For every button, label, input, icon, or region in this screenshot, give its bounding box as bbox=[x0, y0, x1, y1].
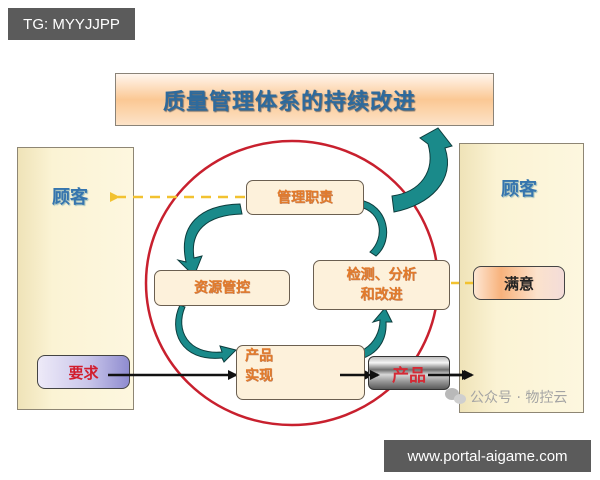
diagram-title: 质量管理体系的持续改进 bbox=[162, 89, 416, 115]
node-measurement-analysis-improvement: 检测、分析 和改进 bbox=[313, 260, 450, 310]
node-measurement-text-line1: 检测、分析 bbox=[346, 267, 417, 283]
diagram-title-box: 质量管理体系的持续改进 bbox=[115, 73, 494, 126]
node-management-text: 管理职责 bbox=[277, 189, 333, 206]
satisfaction-box: 满意 bbox=[473, 266, 565, 300]
cycle-arrow-management-to-resources bbox=[176, 203, 243, 277]
requirement-box: 要求 bbox=[37, 355, 130, 389]
node-resource-management: 资源管控 bbox=[154, 270, 290, 306]
requirement-text: 要求 bbox=[68, 363, 99, 382]
node-measurement-text-line2: 和改进 bbox=[360, 287, 403, 303]
watermark: 公众号 · 物控云 bbox=[470, 387, 567, 407]
node-product-realization: 产品 实现 bbox=[236, 345, 365, 400]
top-tag-label: TG: MYYJJPP bbox=[8, 8, 135, 40]
node-management-responsibility: 管理职责 bbox=[246, 180, 364, 215]
product-text: 产品 bbox=[392, 365, 426, 386]
bottom-url-label: www.portal-aigame.com bbox=[384, 440, 591, 472]
node-realization-text-line2: 实现 bbox=[245, 368, 273, 384]
top-tag-text: TG: MYYJJPP bbox=[23, 15, 120, 33]
wechat-icon bbox=[445, 388, 466, 404]
bottom-url-text: www.portal-aigame.com bbox=[407, 447, 568, 465]
product-output-box: 产品 bbox=[368, 356, 450, 390]
satisfaction-text: 满意 bbox=[503, 274, 534, 293]
cycle-arrow-resources-to-realization bbox=[175, 304, 237, 363]
right-customer-label: 顾客 bbox=[501, 179, 537, 200]
left-customer-label: 顾客 bbox=[52, 187, 88, 208]
watermark-text: 公众号 · 物控云 bbox=[470, 390, 568, 406]
node-resources-text: 资源管控 bbox=[194, 280, 250, 296]
improvement-arrow-to-title bbox=[391, 127, 453, 213]
node-realization-text-line1: 产品 bbox=[245, 348, 273, 364]
